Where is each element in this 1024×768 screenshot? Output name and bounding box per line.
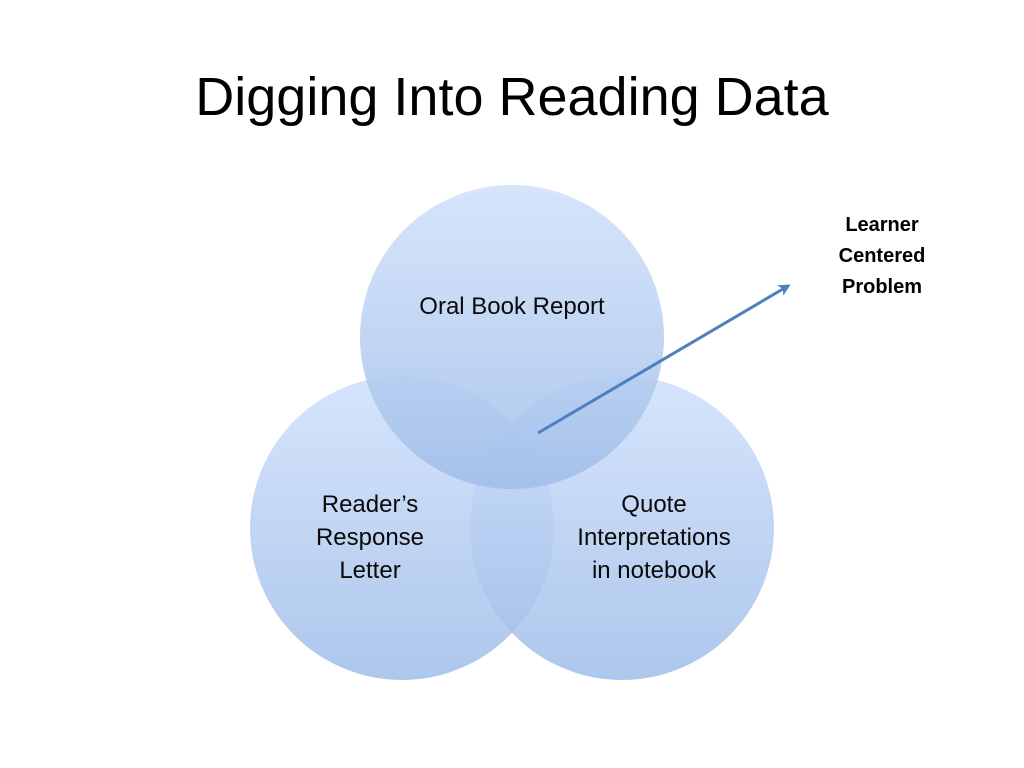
venn-label-top: Oral Book Report bbox=[419, 293, 605, 320]
callout-arrow bbox=[537, 284, 791, 435]
slide-title: Digging Into Reading Data bbox=[195, 67, 829, 127]
venn-label-right: Quote Interpretations in notebook bbox=[577, 491, 731, 584]
venn-label-left: Reader’s Response Letter bbox=[315, 491, 425, 584]
callout-label: Learner Centered Problem bbox=[838, 214, 926, 298]
venn-circle-top bbox=[360, 185, 664, 489]
